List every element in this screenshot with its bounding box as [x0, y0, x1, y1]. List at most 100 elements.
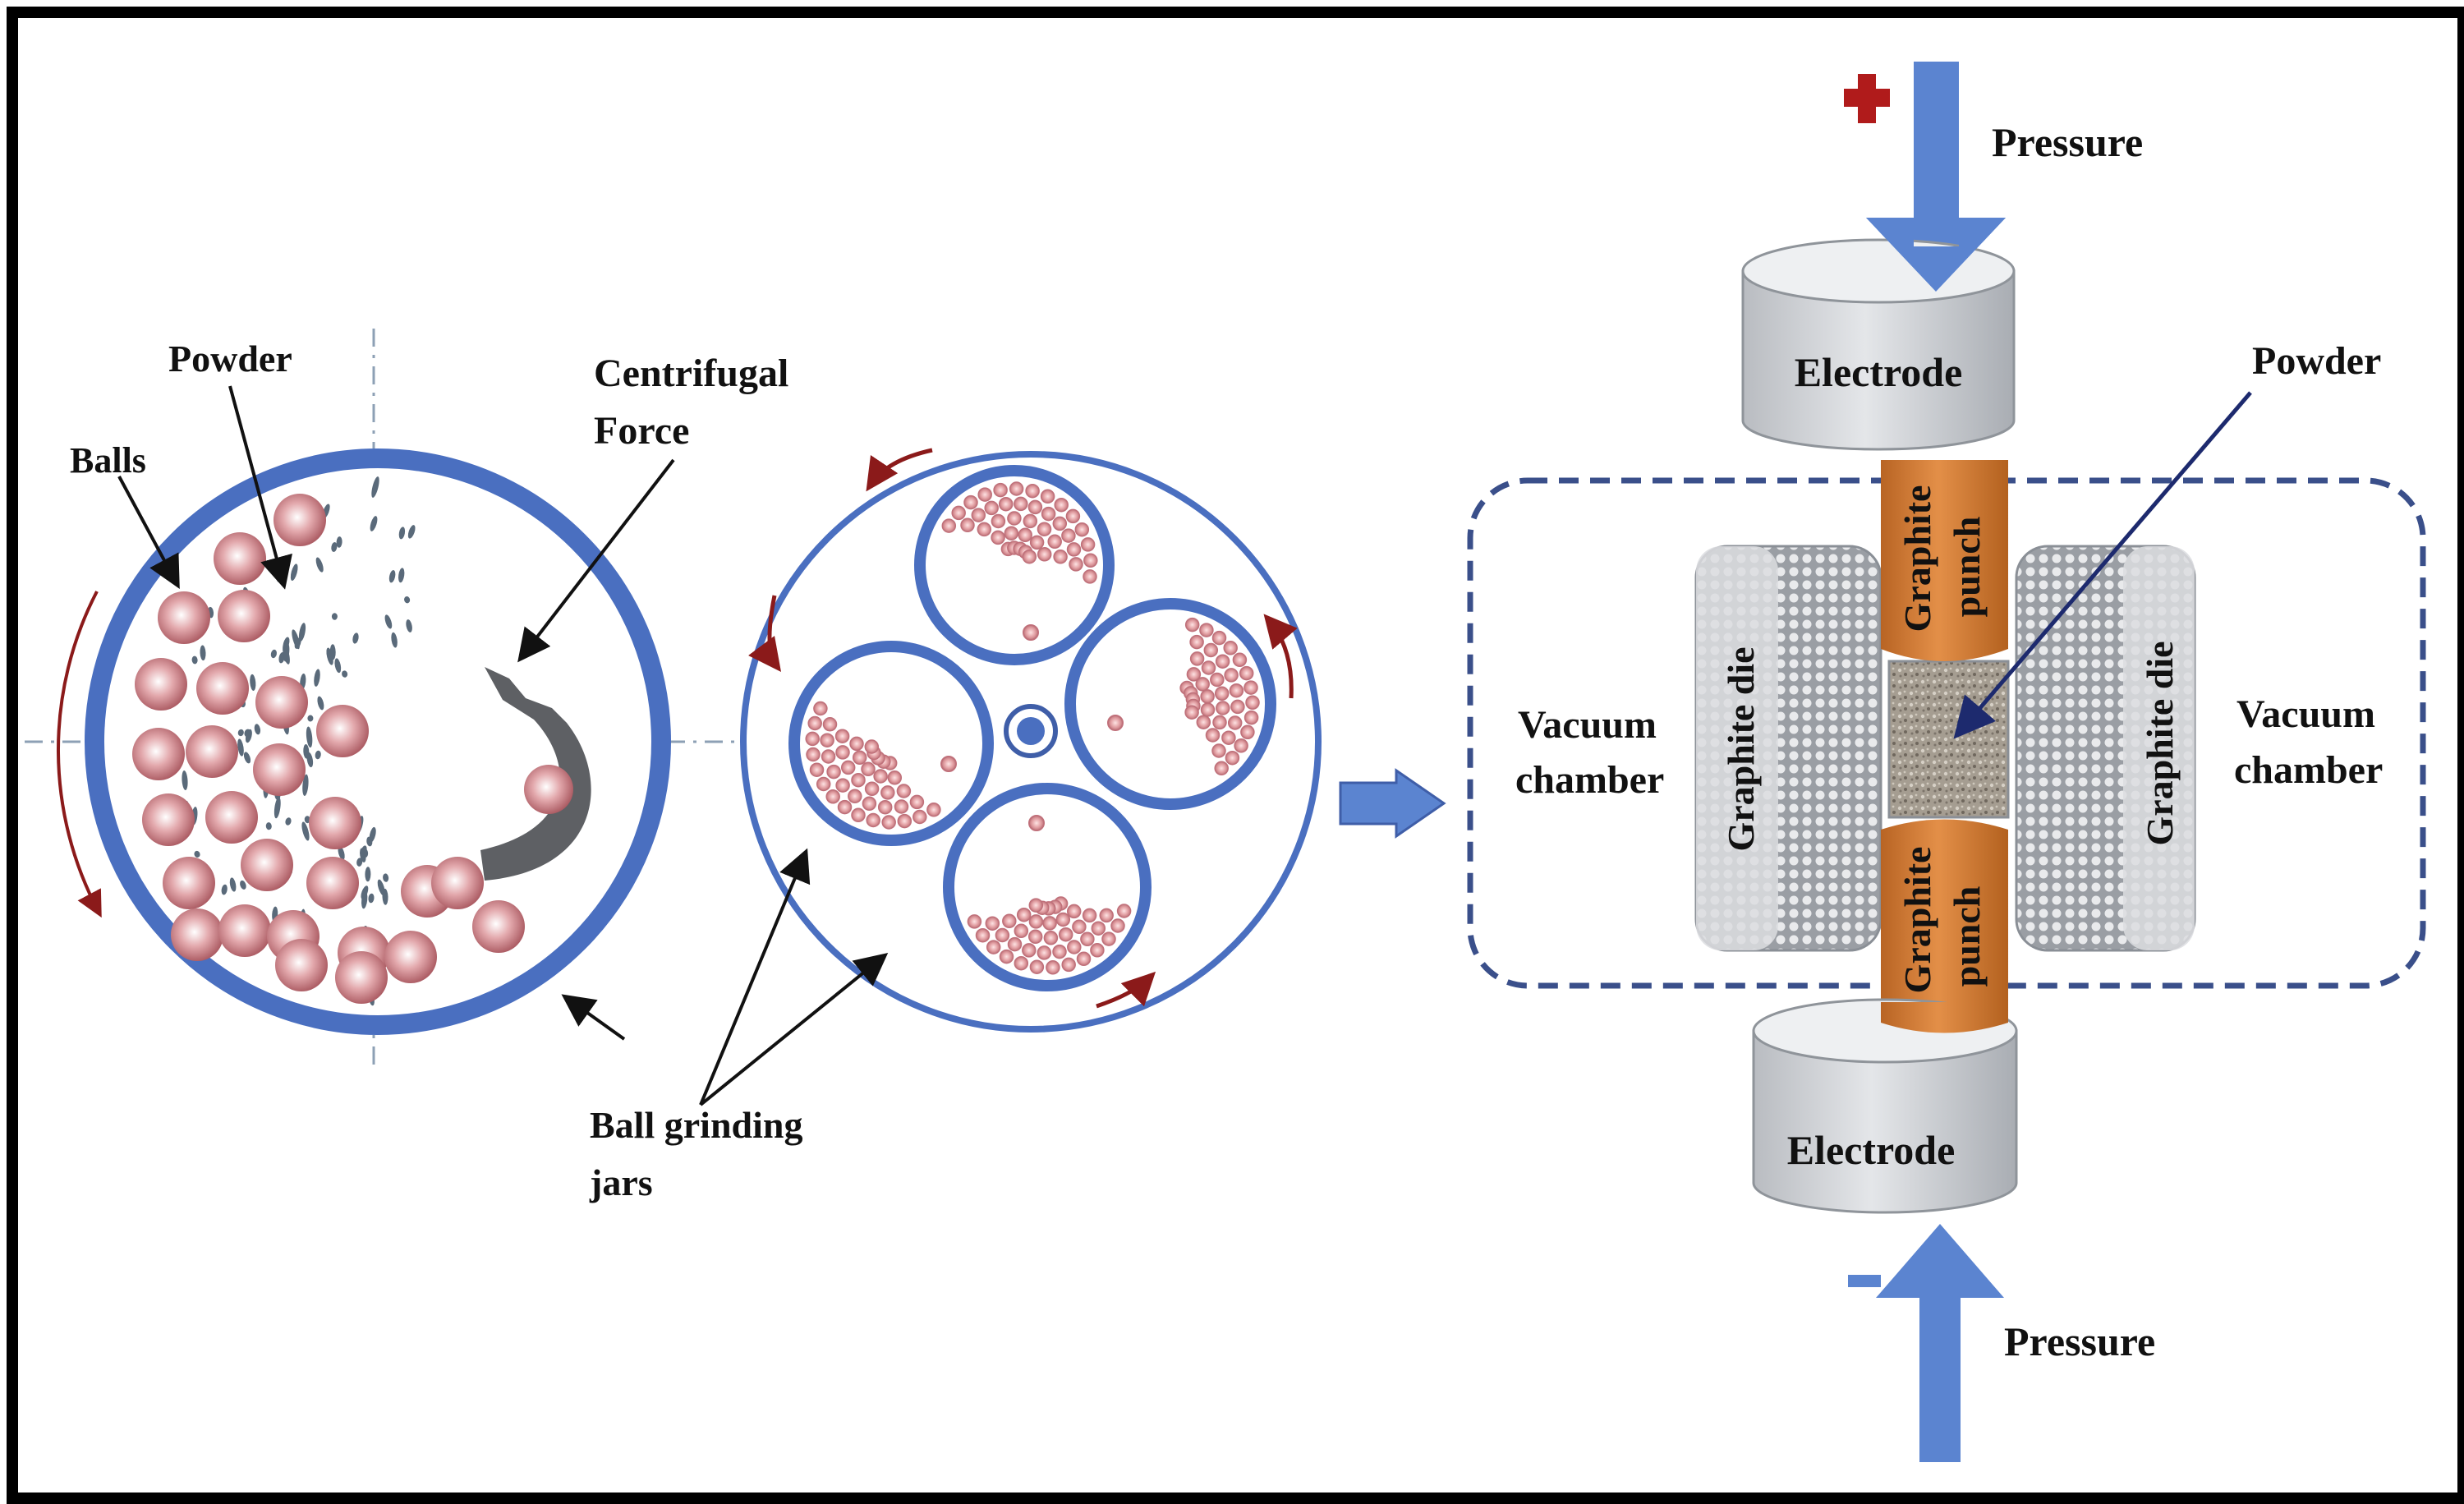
- jar-ball: [852, 750, 867, 766]
- jar-ball: [848, 789, 862, 804]
- ball: [431, 857, 484, 909]
- rotation-arrow-bottom-icon: [1096, 971, 1156, 1009]
- punch-top-label-line1: Graphite: [1896, 485, 1938, 632]
- jar-ball: [1080, 537, 1096, 552]
- jar-ball: [1200, 702, 1216, 717]
- balls-label: Balls: [70, 440, 146, 481]
- powder-particle: [237, 738, 244, 757]
- ball: [163, 857, 215, 909]
- powder-particle: [368, 893, 375, 904]
- jar-ball: [825, 789, 840, 804]
- electrode-bottom: Electrode: [1752, 998, 2018, 1214]
- jar-ball: [1054, 497, 1069, 513]
- grinding-jars: [788, 465, 1276, 991]
- jar-ball: [1239, 665, 1254, 681]
- jar-ball: [963, 494, 978, 510]
- jar-ball: [1229, 683, 1244, 698]
- jar-ball: [1014, 955, 1029, 971]
- sps-apparatus: Pressure Electrode Graphite die Graphite…: [1467, 62, 2426, 1462]
- powder-particle: [265, 822, 272, 830]
- powder-particle: [356, 858, 363, 867]
- powder-compact: [1887, 660, 2010, 819]
- jars-leader-line-2: [699, 952, 889, 1106]
- ball: [253, 743, 306, 796]
- process-arrow-icon: [1339, 768, 1446, 839]
- jar-ball: [1215, 654, 1230, 669]
- jar-ball: [1069, 557, 1083, 572]
- graphite-die-right-label: Graphite die: [2139, 641, 2181, 845]
- jar-ball: [940, 756, 957, 772]
- jar-ball: [1047, 534, 1062, 550]
- force-leader-line: [517, 458, 675, 663]
- powder-particle: [254, 724, 261, 735]
- jar-ball: [984, 500, 999, 516]
- jar-ball: [1189, 651, 1205, 666]
- powder-particle: [377, 879, 385, 896]
- jar-ball: [1061, 957, 1076, 973]
- rotation-arrow-left-icon: [748, 595, 781, 673]
- jar-ball: [881, 815, 896, 830]
- centrifugal-label-line1: Centrifugal: [594, 352, 788, 395]
- jar-ball: [1245, 695, 1260, 711]
- jar-ball: [913, 809, 927, 825]
- jar-ball: [1076, 951, 1092, 967]
- jar-ball: [1090, 943, 1105, 958]
- die-left-label-panel: [1696, 546, 1778, 950]
- jar-ball: [1027, 929, 1043, 945]
- jar-ball: [1002, 913, 1017, 929]
- powder-particle: [315, 557, 324, 573]
- jar-ball: [960, 517, 975, 533]
- jar-ball: [986, 940, 1001, 954]
- jar-ball: [1037, 522, 1052, 536]
- jar-ball: [1040, 489, 1055, 504]
- jar-ball: [851, 772, 866, 788]
- powder-particle: [366, 836, 373, 847]
- rotation-arrow-right-icon: [1263, 614, 1298, 699]
- powder-particle: [292, 629, 300, 650]
- jar-ball: [1009, 481, 1024, 496]
- jar-ball: [821, 749, 836, 764]
- electrode-label-bottom: Electrode: [1787, 1127, 1956, 1173]
- jars-leader-line-1: [699, 848, 811, 1106]
- powder-particle: [326, 647, 333, 665]
- ball: [218, 904, 271, 957]
- powder-label-right: Powder: [2252, 339, 2381, 383]
- jar-ball: [1072, 919, 1087, 935]
- jar-ball: [985, 916, 1000, 931]
- jar-ball: [813, 701, 828, 716]
- jar-ball: [975, 927, 991, 943]
- jar-ball: [1240, 724, 1255, 740]
- jar-ball: [1027, 499, 1043, 515]
- jar-ball: [1023, 513, 1038, 529]
- jar-ball: [809, 762, 825, 777]
- jar-ball: [1080, 931, 1095, 947]
- balls-group: [132, 494, 525, 1004]
- powder-particle: [278, 651, 285, 664]
- jar-ball: [941, 518, 957, 533]
- powder-particle: [315, 750, 321, 760]
- powder-particle: [229, 877, 237, 892]
- minus-icon: [1848, 1275, 1881, 1287]
- powder-particle: [406, 619, 412, 632]
- powder-particle: [336, 536, 342, 548]
- ball: [214, 532, 266, 585]
- jar-ball: [1225, 750, 1240, 766]
- jar-ball: [951, 505, 966, 521]
- ball: [316, 705, 369, 757]
- pressure-arrow-up-icon: [1876, 1224, 2004, 1462]
- electrode-label-top: Electrode: [1795, 349, 1963, 395]
- powder-particle: [302, 774, 309, 796]
- jar-ball: [1205, 728, 1221, 743]
- punch-bottom-label-line1: Graphite: [1896, 847, 1938, 994]
- jar-ball: [1025, 483, 1040, 499]
- jar-ball: [1227, 715, 1243, 730]
- powder-particle: [301, 821, 310, 841]
- jar-ball: [1107, 715, 1124, 731]
- jar-ball: [1199, 623, 1214, 637]
- powder-particle: [317, 696, 324, 711]
- powder-particle: [274, 797, 281, 819]
- powder-particle: [384, 614, 393, 629]
- jar-ball: [835, 778, 850, 793]
- jar-ball: [1018, 527, 1032, 543]
- jar-ball: [1189, 634, 1204, 650]
